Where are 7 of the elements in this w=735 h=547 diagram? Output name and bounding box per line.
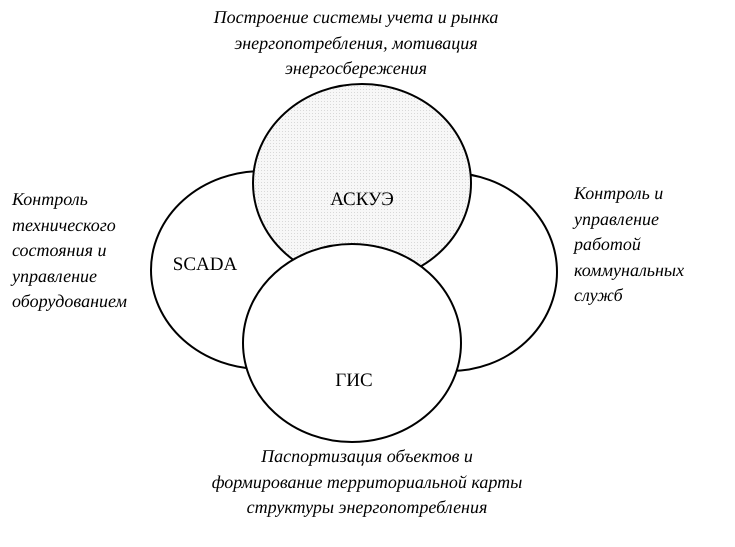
description-text: Построение системы учета и рынка энергопотребления, мотивация энергосбережения — [212, 6, 500, 80]
ellipse-label: АСКУЭ — [330, 189, 394, 211]
description-text: Контроль технического состояния и управление оборудованием — [12, 188, 128, 313]
ellipse-label: ГИС — [335, 370, 373, 392]
description-text: Контроль и управление работой коммунальных служб — [574, 182, 686, 307]
ellipse-label: SCADA — [172, 254, 238, 276]
description-text: Паспортизация объектов и формирование территориальной карты структуры энергопотребления — [210, 445, 524, 519]
